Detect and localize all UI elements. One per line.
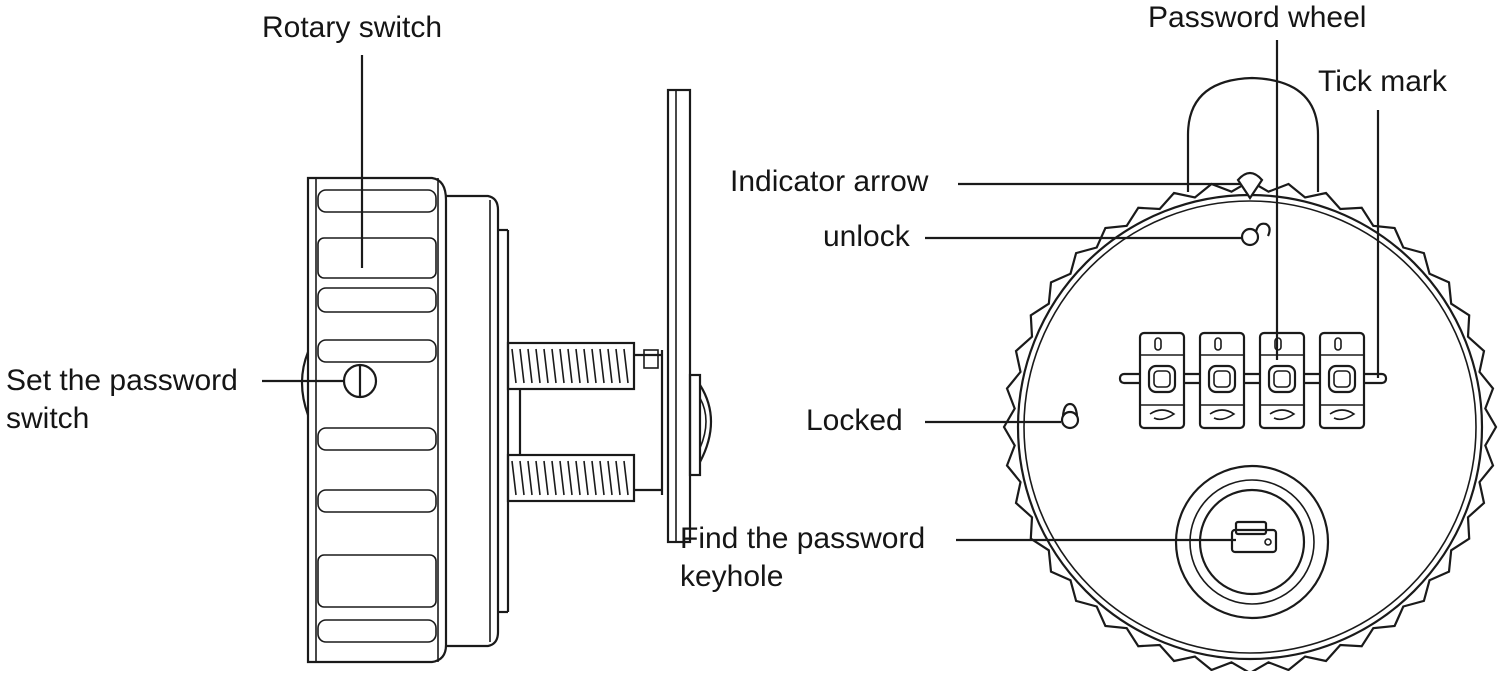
rotary-knob (300, 176, 448, 664)
label-unlock: unlock (823, 220, 910, 253)
label-password-wheel: Password wheel (1148, 1, 1367, 34)
flange-plates (446, 194, 510, 648)
password-wheel-2 (1198, 331, 1246, 430)
set-password-switch (342, 363, 378, 399)
unlock-icon (1240, 222, 1271, 247)
label-find-password-line2: keyhole (680, 560, 784, 593)
password-wheel-4 (1318, 331, 1366, 430)
lock-icon (1060, 402, 1080, 430)
label-find-password-line1: Find the password (680, 522, 926, 555)
label-set-password-line1: Set the password (6, 364, 238, 397)
label-tick-mark: Tick mark (1318, 65, 1447, 98)
label-set-password-line2: switch (6, 402, 90, 435)
side-view-lock (300, 88, 713, 664)
password-wheel-3 (1258, 331, 1306, 430)
password-wheels (1138, 331, 1366, 430)
keyhole-icon (1174, 464, 1330, 620)
label-indicator-arrow: Indicator arrow (730, 165, 929, 198)
threaded-cylinder (506, 341, 664, 503)
outer-rim (1002, 179, 1498, 675)
front-view-lock (1002, 76, 1498, 675)
label-locked: Locked (806, 404, 903, 437)
top-tab (1186, 76, 1320, 192)
leader-lines (262, 40, 1380, 542)
password-wheel-1 (1138, 331, 1186, 430)
indicator-arrow-icon (1236, 171, 1264, 200)
label-rotary-switch: Rotary switch (262, 11, 443, 44)
cam-blade (666, 88, 713, 544)
